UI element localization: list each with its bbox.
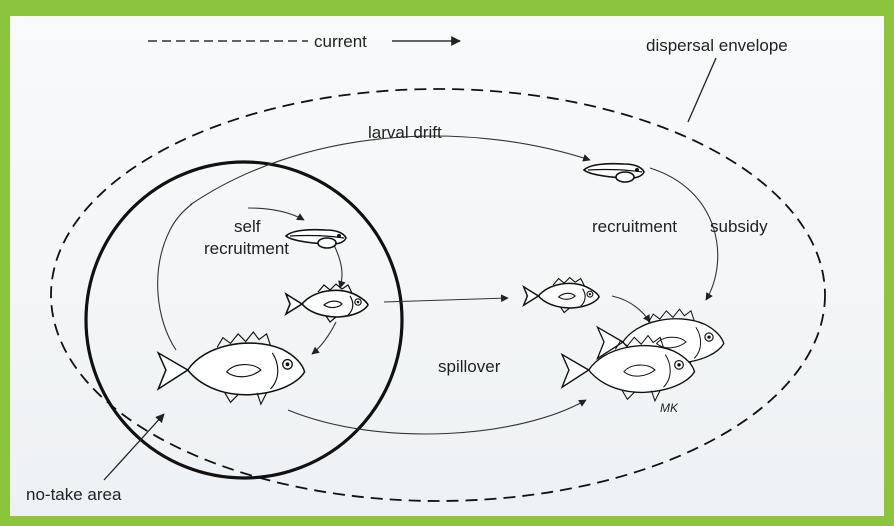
larva-fish-left	[286, 230, 346, 248]
juvenile-fish-left	[286, 284, 368, 322]
spillover-arrow	[288, 400, 586, 434]
recruitment-subsidy-label-1: recruitment	[592, 217, 677, 236]
juvenile-export-arrow	[384, 298, 508, 302]
self-recruitment-arrow-3	[312, 322, 336, 354]
larva-fish-right	[584, 164, 644, 182]
juvenile-fish-right	[524, 278, 599, 313]
adult-fish-inside	[158, 332, 304, 404]
no-take-area-circle	[86, 162, 402, 478]
self-recruitment-arrow-2	[334, 245, 342, 288]
current-label: current	[314, 32, 367, 51]
self-label: self	[234, 217, 261, 236]
no-take-area-leader	[104, 414, 164, 480]
larval-drift-label: larval drift	[368, 123, 442, 142]
self-recruitment-loop	[158, 204, 192, 350]
no-take-area-label: no-take area	[26, 485, 122, 504]
larval-drift-arrow	[190, 136, 590, 205]
dispersal-envelope-label: dispersal envelope	[646, 36, 788, 55]
recruitment-label: recruitment	[204, 239, 289, 258]
dispersal-envelope-leader	[688, 58, 716, 122]
artist-signature: MK	[660, 401, 679, 415]
recruitment-subsidy-label-2: subsidy	[710, 217, 768, 236]
spillover-label: spillover	[438, 357, 501, 376]
juvenile-growth-arrow	[612, 296, 650, 322]
